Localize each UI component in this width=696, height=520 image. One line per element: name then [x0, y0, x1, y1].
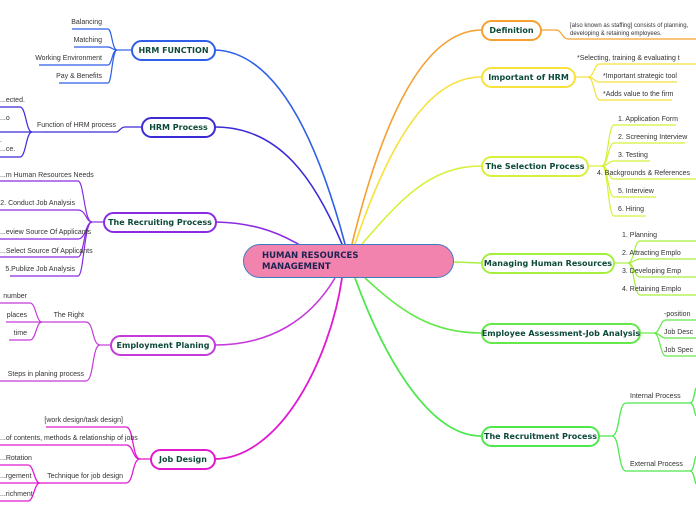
leaf-managing-2[interactable]: 2. Attracting Emplo: [622, 250, 681, 257]
leaf-managing-3[interactable]: 3. Developing Emp: [622, 268, 682, 275]
leaf-technique-job-design[interactable]: Technique for job design: [47, 473, 123, 480]
node-label: Definition: [489, 26, 534, 35]
root-title-line2: MANAGEMENT: [262, 262, 331, 272]
leaf-hrm-process-sub-1[interactable]: ...ected.: [0, 97, 25, 104]
node-hrm-process[interactable]: HRM Process: [141, 117, 216, 138]
node-label: The Selection Process: [485, 162, 585, 171]
node-important-of-hrm[interactable]: Important of HRM: [481, 67, 576, 88]
hrm-function-branch-lines: [39, 28, 131, 84]
node-managing-hr[interactable]: Managing Human Resources: [481, 253, 615, 274]
leaf-selection-4[interactable]: 4. Backgrounds & References: [597, 170, 690, 177]
leaf-matching[interactable]: Matching: [73, 37, 102, 44]
connector-job-design: [214, 277, 343, 460]
leaf-recruiting-2[interactable]: 2. Conduct Job Analysis: [0, 200, 75, 207]
node-label: Job Design: [159, 455, 207, 464]
node-label: Managing Human Resources: [483, 259, 613, 268]
leaf-number[interactable]: number: [3, 293, 27, 300]
leaf-important-2[interactable]: *Important strategic tool: [603, 73, 677, 80]
node-employment-planing[interactable]: Employment Planing: [110, 335, 216, 356]
leaf-recruiting-3[interactable]: ...eview Source Of Applicants: [0, 229, 92, 236]
node-label: HRM FUNCTION: [138, 46, 209, 55]
node-label: The Recruitment Process: [484, 432, 597, 441]
employment-branch-lines: [0, 302, 110, 382]
connector-hrm-function: [214, 49, 346, 245]
leaf-external-process[interactable]: External Process: [630, 461, 683, 468]
leaf-managing-4[interactable]: 4. Retaining Emplo: [622, 286, 682, 293]
leaf-selection-6[interactable]: 6. Hiring: [618, 206, 645, 213]
leaf-enlargement[interactable]: ...rgement: [0, 473, 32, 480]
selection-branch-lines: [589, 124, 696, 217]
leaf-the-right[interactable]: The Right: [53, 312, 84, 319]
recruitment-branch-lines: [600, 387, 696, 485]
connector-hrm-process: [214, 126, 343, 245]
root-node[interactable]: HUMAN RESOURCES MANAGEMENT: [243, 244, 454, 278]
managing-branch-lines: [615, 240, 696, 296]
node-definition[interactable]: Definition: [481, 20, 542, 41]
leaf-assessment-1[interactable]: -position: [664, 311, 691, 318]
node-hrm-function[interactable]: HRM FUNCTION: [131, 40, 216, 61]
node-recruiting-process[interactable]: The Recruiting Process: [103, 212, 217, 233]
node-label: Employment Planing: [116, 341, 210, 350]
job-design-branch-lines: [0, 426, 150, 502]
leaf-time[interactable]: time: [13, 330, 27, 337]
leaf-balancing[interactable]: Balancing: [71, 19, 102, 26]
leaf-definition-line2[interactable]: developing & retaining employees.: [570, 31, 662, 37]
connector-employment: [214, 277, 336, 346]
leaf-function-hrm-process[interactable]: Function of HRM process: [37, 122, 116, 129]
node-recruitment-process[interactable]: The Recruitment Process: [481, 426, 600, 447]
node-selection-process[interactable]: The Selection Process: [481, 156, 589, 177]
recruiting-branch-lines: [0, 180, 103, 277]
leaf-recruiting-4[interactable]: ...Select Source Of Applicants: [0, 248, 93, 255]
hrm-process-branch-lines: [0, 106, 141, 158]
leaf-important-1[interactable]: *Selecting, training & evaluating t: [577, 55, 680, 62]
leaf-recruiting-1[interactable]: ...m Human Resources Needs: [0, 172, 94, 179]
node-label: Employee Assessment-Job Analysis: [481, 329, 641, 338]
connector-assessment: [364, 277, 482, 334]
leaf-hrm-process-sub-4[interactable]: ...ce.: [0, 146, 16, 153]
connector-managing: [453, 261, 482, 264]
leaf-important-3[interactable]: *Adds value to the firm: [603, 91, 674, 98]
leaf-definition-line1[interactable]: [also known as staffing] consists of pla…: [570, 23, 689, 29]
leaf-selection-3[interactable]: 3. Testing: [618, 152, 648, 159]
leaf-recruiting-5[interactable]: 5.Publize Job Analysis: [5, 266, 75, 273]
leaf-contents-methods[interactable]: ...of contents, methods & relationship o…: [0, 435, 138, 442]
connector-selection: [361, 165, 482, 245]
node-label: HRM Process: [149, 123, 208, 132]
leaf-internal-process[interactable]: Internal Process: [630, 393, 681, 400]
connector-definition: [351, 29, 482, 245]
leaf-work-design[interactable]: [work design/task design]: [44, 417, 123, 424]
root-title-line1: HUMAN RESOURCES: [262, 251, 359, 261]
leaf-pay-benefits[interactable]: Pay & Benefits: [56, 73, 102, 80]
node-label: The Recruiting Process: [108, 218, 212, 227]
node-job-design[interactable]: Job Design: [150, 449, 216, 470]
leaf-selection-2[interactable]: 2. Screening Interview: [618, 134, 688, 141]
node-employee-assessment[interactable]: Employee Assessment-Job Analysis: [481, 323, 641, 344]
connector-important: [354, 76, 482, 245]
leaf-working-environment[interactable]: Working Environment: [35, 55, 102, 62]
leaf-assessment-2[interactable]: Job Desc: [664, 329, 694, 336]
leaf-selection-1[interactable]: 1. Application Form: [618, 116, 678, 123]
leaf-rotation[interactable]: ...Rotation: [0, 455, 32, 462]
leaf-places[interactable]: places: [6, 312, 27, 319]
important-branch-lines: [576, 63, 696, 101]
definition-branch-lines: [542, 29, 696, 40]
leaf-steps-planing[interactable]: Steps in planing process: [7, 371, 84, 378]
leaf-hrm-process-sub-3[interactable]: .: [0, 137, 2, 144]
leaf-selection-5[interactable]: 5. Interview: [618, 188, 654, 195]
leaf-assessment-3[interactable]: Job Spec: [664, 347, 694, 354]
node-label: Important of HRM: [488, 73, 569, 82]
leaf-hrm-process-sub-2[interactable]: ...o: [0, 115, 10, 122]
leaf-managing-1[interactable]: 1. Planning: [622, 232, 658, 239]
leaf-enrichment[interactable]: ...richment: [0, 491, 33, 498]
assessment-branch-lines: [641, 319, 696, 357]
connector-recruitment: [354, 277, 482, 437]
